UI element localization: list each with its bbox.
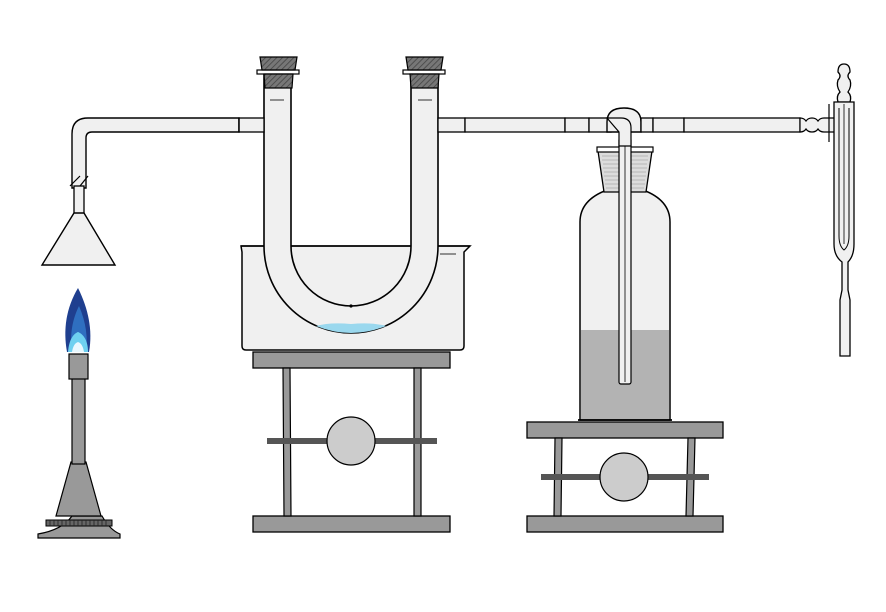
tube-end-ribbing xyxy=(799,117,837,133)
stand-top-plate xyxy=(252,351,451,369)
stand-top-plate xyxy=(526,421,724,439)
tube-segment xyxy=(464,117,566,133)
stand-bottom-plate xyxy=(526,515,724,533)
burner-base xyxy=(37,515,121,539)
u-tube-right-stopper xyxy=(402,56,446,89)
outlet-tube xyxy=(683,117,837,133)
u-tube-left-stopper xyxy=(256,56,300,89)
u-tube-body xyxy=(263,71,439,334)
stand-bottom-plate xyxy=(252,515,451,533)
inverted-funnel xyxy=(40,117,240,266)
collar-ridges xyxy=(49,520,107,526)
u-tube-right-sidearm xyxy=(437,117,466,133)
burner-collar xyxy=(45,519,113,527)
drying-tube-inner xyxy=(838,108,850,251)
bottle-outlet-arm xyxy=(640,117,654,133)
stopper-plug xyxy=(409,73,440,89)
stopper-plug xyxy=(263,73,294,89)
tube-segment xyxy=(683,117,801,133)
burner-barrel xyxy=(71,377,86,465)
stopper-hatched xyxy=(405,56,444,71)
u-tube-bottom-mark xyxy=(349,304,353,308)
lab-stand-left xyxy=(252,351,451,533)
u-tube-left-sidearm xyxy=(238,117,265,133)
funnel-cone xyxy=(40,212,117,266)
drying-tube-top-bulbs xyxy=(836,63,852,103)
lab-stand-right xyxy=(526,421,724,533)
burner-tip xyxy=(68,353,89,380)
drying-tube xyxy=(828,63,855,357)
u-tube xyxy=(238,71,466,334)
bottle-inlet-elbow xyxy=(605,117,632,147)
connecting-tube xyxy=(464,117,612,133)
u-tube-liquid xyxy=(316,323,386,333)
flame-core xyxy=(72,342,84,352)
stopper-hatched xyxy=(259,56,298,71)
burner-cone xyxy=(55,461,102,517)
stand-knob xyxy=(599,452,649,502)
gas-washing-bottle xyxy=(578,107,685,421)
funnel-stem xyxy=(73,185,85,215)
tube-coupling xyxy=(564,117,590,133)
stand-knob xyxy=(326,416,376,466)
bottle-outlet-coupling xyxy=(652,117,685,133)
flame xyxy=(65,288,91,352)
tube-joint-mark xyxy=(69,175,81,187)
tube-joint-mark xyxy=(79,175,89,187)
bunsen-burner xyxy=(37,288,121,539)
inlet-tube xyxy=(71,117,240,189)
